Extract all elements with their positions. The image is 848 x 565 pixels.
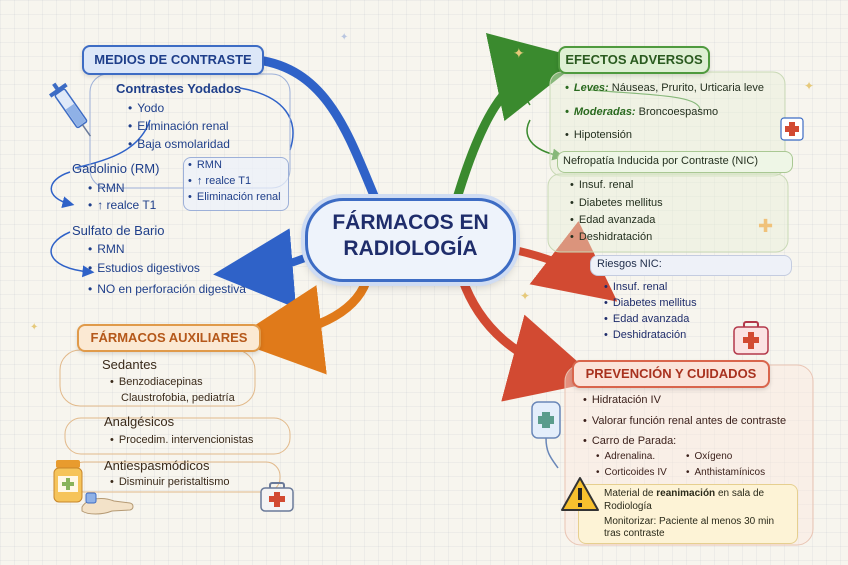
first-aid-kit-icon [779,112,805,142]
efectos-leves: Leves: Náuseas, Prurito, Urticaria leve [565,82,764,94]
antiespasmodicos-label: Antiespasmódicos [104,458,210,473]
central-title-line1: FÁRMACOS EN [308,211,513,235]
branch-efectos [455,66,548,205]
bario-item: NO en perforación digestiva [88,282,246,296]
first-aid-kit-icon [259,481,295,513]
nic-item: Insuf. renal [570,179,633,191]
svg-text:✦: ✦ [340,32,348,43]
carro-item: Oxígeno [686,451,732,462]
gadolinio-side-item: RMN [188,159,222,171]
warning-icon [560,476,600,512]
iv-bag-icon [526,398,566,470]
warning-line1: Material de reanimación en sala de [604,488,764,499]
first-aid-kit-icon [732,320,770,356]
riesgos-item: Deshidratación [604,329,686,341]
branch-prevencion [462,278,565,372]
analgesicos-label: Analgésicos [104,414,174,429]
svg-text:✦: ✦ [513,46,525,62]
nic-title: Nefropatía Inducida por Contraste (NIC) [563,155,758,167]
gadolinio-side-item: ↑ realce T1 [188,175,251,187]
carro-item: Adrenalina. [596,451,655,462]
svg-text:✦: ✦ [520,289,530,303]
carro-item: Anthistamínicos [686,467,765,478]
bario-label: Sulfato de Bario [72,223,165,238]
medios-title: MEDIOS DE CONTRASTE [82,45,264,75]
nic-item: Edad avanzada [570,214,655,226]
riesgos-item: Insuf. renal [604,281,667,293]
riesgos-item: Diabetes mellitus [604,297,697,309]
warning-post: en sala de [715,488,764,499]
warning-line2: Rodiología [604,501,652,512]
moderadas-label: Moderadas: [565,106,636,118]
hipotension-item: Hipotensión [565,129,632,141]
auxiliares-title: FÁRMACOS AUXILIARES [77,324,261,352]
central-title-line2: RADIOLOGÍA [308,237,513,261]
leves-text: Náuseas, Prurito, Urticaria leve [612,82,764,94]
riesgos-item: Edad avanzada [604,313,689,325]
svg-text:✦: ✦ [804,79,814,93]
svg-text:✦: ✦ [30,322,38,333]
gadolinio-item: ↑ realce T1 [88,198,156,212]
antiespasmodicos-item: Disminuir peristaltismo [110,476,230,488]
yodados-item: Yodo [128,101,164,115]
prevencion-item: Carro de Parada: [583,435,676,447]
yodados-item: Eliminación renal [128,119,229,133]
warning-pre: Material de [604,488,656,499]
gadolinio-item: RMN [88,181,125,195]
nic-item: Deshidratación [570,231,652,243]
yodados-item: Baja osmolaridad [128,137,230,151]
sedantes-item: Claustrofobia, pediatría [121,392,235,404]
hand-icon [78,489,136,519]
sedantes-label: Sedantes [102,357,157,372]
carro-item: Corticoides IV [596,467,667,478]
sedantes-item: Benzodiacepinas [110,376,203,388]
prevencion-title: PREVENCIÓN Y CUIDADOS [572,360,770,388]
gadolinio-side-item: Eliminación renal [188,191,281,203]
nic-item: Diabetes mellitus [570,197,663,209]
efectos-moderadas: Moderadas: Broncoespasmo [565,106,718,118]
svg-text:✚: ✚ [758,216,773,237]
efectos-title: EFECTOS ADVERSOS [558,46,710,74]
prevencion-item: Hidratación IV [583,394,661,406]
moderadas-text: Broncoespasmo [639,106,719,118]
prevencion-item: Valorar función renal antes de contraste [583,415,786,427]
analgesicos-item: Procedim. intervencionistas [110,434,253,446]
syringe-icon [48,78,98,148]
branch-riesgos [505,248,592,282]
central-topic: FÁRMACOS EN RADIOLOGÍA [305,198,516,282]
warning-line3: Monitorizar: Paciente al menos 30 min [604,516,774,527]
gadolinio-label: Gadolinio (RM) [72,161,159,176]
yodados-label: Contrastes Yodados [116,81,241,96]
leves-label: Leves: [565,82,609,94]
riesgos-title: Riesgos NIC: [597,258,662,270]
warning-bold: reanimación [656,488,715,499]
bario-item: Estudios digestivos [88,261,200,275]
warning-line4: tras contraste [604,528,665,539]
branch-auxiliares [268,275,368,336]
bario-item: RMN [88,242,125,256]
